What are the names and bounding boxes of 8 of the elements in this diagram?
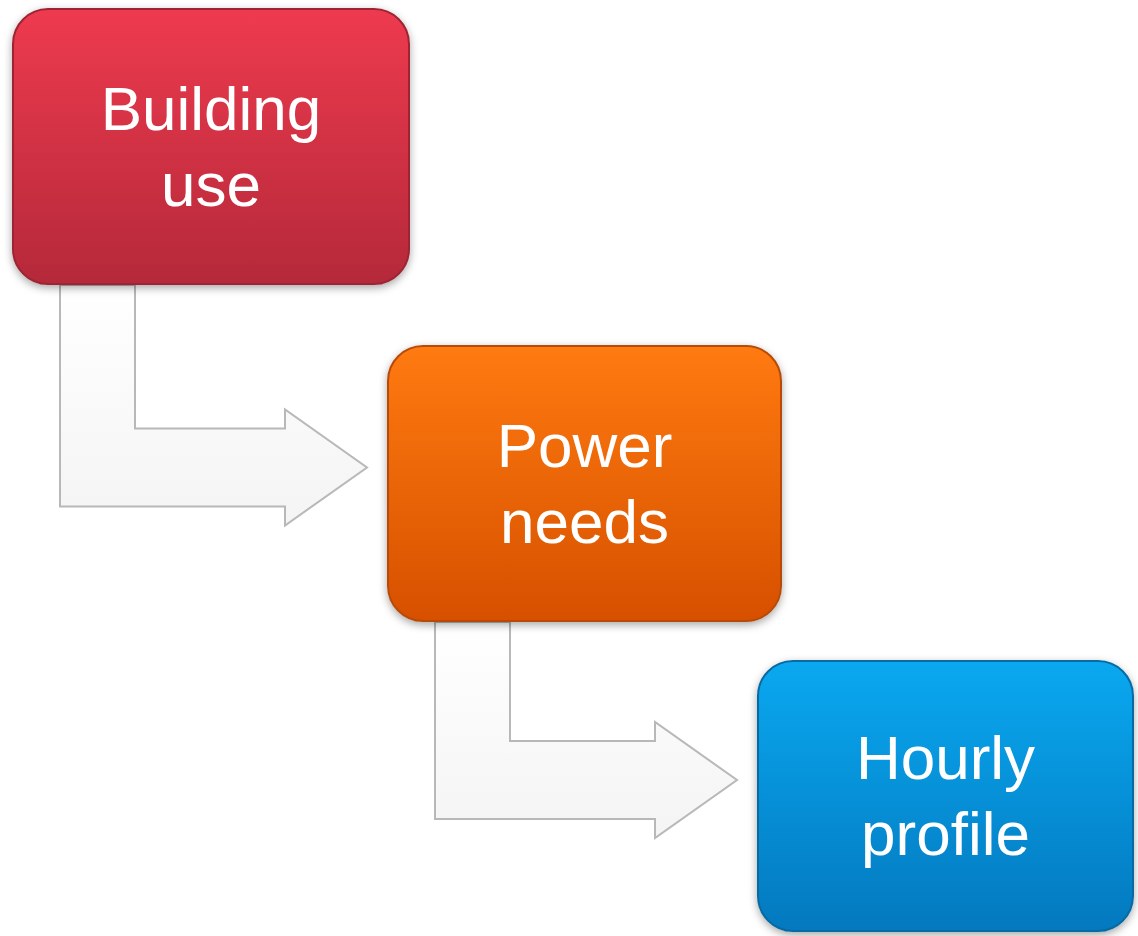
box-label: Power needs <box>495 409 674 558</box>
box-label: Hourly profile <box>854 722 1037 870</box>
process-box <box>387 345 782 622</box>
box-label: Building use <box>99 72 323 221</box>
bent-block-arrow <box>434 621 739 840</box>
bent-block-arrow <box>59 284 369 528</box>
process-box <box>757 660 1134 932</box>
process-box <box>12 8 410 285</box>
